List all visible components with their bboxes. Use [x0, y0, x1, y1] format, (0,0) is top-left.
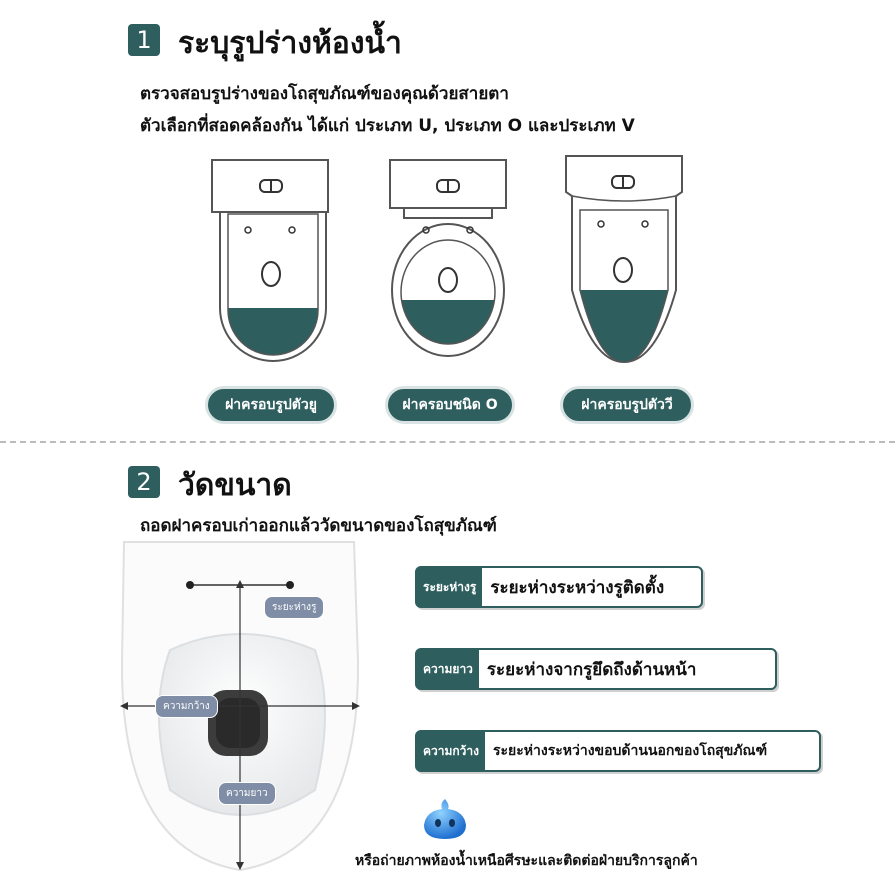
step-1-number: 1 [136, 26, 152, 54]
footer-note: หรือถ่ายภาพห้องน้ำเหนือศีรษะและติดต่อฝ่า… [355, 853, 698, 869]
toilet-top-view [120, 541, 360, 872]
step-2-title: วัดขนาด [178, 468, 292, 503]
step-2-description: ถอดฝาครอบเก่าออกแล้ววัดขนาดของโถสุขภัณฑ์ [140, 516, 497, 536]
toilet-types-illustration [211, 155, 683, 364]
hole-distance-callout: ระยะห่างรู [264, 596, 325, 619]
width-row: ความกว้าง ระยะห่างระหว่างขอบด้านนอกของโถ… [415, 730, 821, 772]
length-tag: ความยาว [417, 650, 479, 688]
length-callout: ความยาว [218, 782, 276, 805]
v-type-label: ฝาครอบรูปตัววี [560, 386, 694, 424]
o-type-label: ฝาครอบชนิด O [385, 386, 515, 424]
step-1-description-line2: ตัวเลือกที่สอดคล้องกัน ได้แก่ ประเภท U, … [140, 116, 635, 136]
step-1-title: ระบุรูปร่างห้องน้ำ [178, 26, 402, 61]
length-row: ความยาว ระยะห่างจากรูยึดถึงด้านหน้า [415, 648, 777, 690]
v-type-toilet-icon [565, 155, 683, 364]
width-tag: ความกว้าง [417, 732, 486, 770]
length-line [236, 580, 244, 870]
step-1-badge: 1 [128, 24, 160, 56]
step-1-description-line1: ตรวจสอบรูปร่างของโถสุขภัณฑ์ของคุณด้วยสาย… [140, 84, 509, 104]
o-type-toilet-icon [389, 159, 507, 357]
hole-distance-text: ระยะห่างระหว่างรูติดตั้ง [490, 577, 665, 598]
section-divider [0, 441, 895, 443]
u-type-toilet-icon [211, 159, 329, 362]
width-callout: ความกว้าง [155, 695, 218, 718]
length-text: ระยะห่างจากรูยึดถึงด้านหน้า [486, 659, 697, 680]
hole-distance-tag: ระยะห่างรู [417, 568, 483, 606]
mascot-icon [424, 799, 466, 839]
u-type-label: ฝาครอบรูปตัวยู [205, 386, 337, 424]
step-2-number: 2 [136, 468, 152, 496]
hole-distance-row: ระยะห่างรู ระยะห่างระหว่างรูติดตั้ง [415, 566, 703, 608]
width-text: ระยะห่างระหว่างขอบด้านนอกของโถสุขภัณฑ์ [493, 743, 768, 759]
step-2-badge: 2 [128, 466, 160, 498]
